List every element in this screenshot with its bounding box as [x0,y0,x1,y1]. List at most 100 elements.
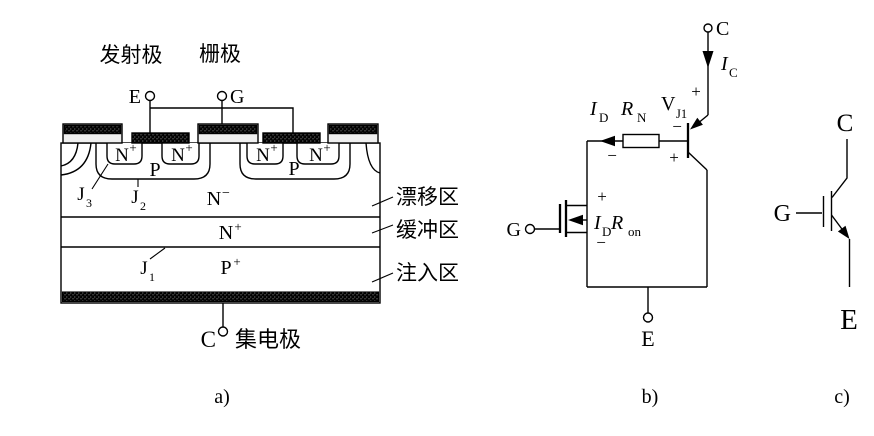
collector-terminal-node [217,326,229,337]
minus-sign: − [607,146,617,165]
svg-text:R: R [620,98,633,120]
svg-text:N: N [207,188,221,210]
p-well-label: P [149,159,160,181]
p-well-left [95,143,211,180]
terminal-e-label: E [840,304,858,336]
caption-c: c) [834,386,850,408]
emitter-arrow [837,225,850,239]
plus-sign: + [597,187,607,206]
svg-text:−: − [222,186,230,201]
terminal-g-label: G [230,86,244,108]
collector-current-label: I C [720,53,738,80]
structure-panel: 发射极 栅极 E G N + N + N + N + P P J 3 J 2 [60,42,459,408]
pnp-collector-wire [687,151,708,171]
svg-text:D: D [602,224,611,239]
p-well-label: P [288,158,299,180]
svg-text:N: N [637,110,647,125]
caption-b: b) [642,386,659,408]
buffer-layer-label: N + [219,219,242,244]
n-plus-cell [246,143,284,165]
junction-j2-label: J 2 [131,187,146,213]
edge-well-curve [60,142,92,176]
emitter-terminal-node [144,90,156,102]
emitter-metal-pad [262,132,321,144]
n-plus-cell [161,143,200,165]
j3-leader [91,163,109,190]
pnp-emitter-arrow [690,117,703,130]
svg-text:2: 2 [140,199,146,213]
svg-text:1: 1 [149,270,155,284]
gate-pad [327,123,379,144]
drift-region-name: 漂移区 [396,185,459,209]
svg-text:N: N [219,222,233,244]
svg-text:J: J [131,187,138,208]
n-plus-cell-label: N + [115,140,137,166]
svg-text:C: C [729,65,738,80]
gate-terminal-node [524,223,536,235]
svg-text:+: + [233,254,240,269]
svg-text:N: N [256,145,270,166]
svg-text:I: I [720,53,729,75]
collector-electrode-label: 集电极 [235,327,301,352]
svg-text:N: N [171,145,185,166]
terminal-c-label: C [716,18,729,40]
junction-j1-label: J 1 [140,258,155,284]
injection-region-name: 注入区 [396,261,459,285]
svg-text:3: 3 [86,196,92,210]
equivalent-circuit-panel: C I C V J1 + − I D R N − + + I D R on − … [507,18,738,408]
resistor-rn-label: R N [620,98,647,125]
svg-text:+: + [270,140,277,155]
resistor-rn-body [622,133,660,149]
caption-a: a) [214,386,230,408]
plus-sign: + [691,82,701,101]
terminal-e-label: E [641,326,654,351]
n-plus-cell [296,143,340,165]
minus-sign: − [596,233,606,252]
terminal-e-label: E [129,86,141,108]
svg-text:+: + [323,140,330,155]
svg-text:+: + [234,219,241,234]
gate-pad [62,123,123,144]
svg-text:J1: J1 [676,107,687,121]
svg-text:V: V [661,93,676,115]
terminal-g-label: G [774,201,791,227]
svg-text:I: I [593,212,602,234]
svg-text:J: J [77,184,84,205]
injection-leader [371,272,394,283]
svg-text:P: P [220,257,231,279]
n-plus-cell-label: N + [309,140,331,166]
terminal-g-label: G [507,219,521,241]
edge-well-curve [365,142,381,174]
buffer-leader [371,224,394,234]
emitter-bus-wire [150,107,294,133]
emitter-electrode-label: 发射极 [100,43,163,67]
drain-current-label: I D [589,98,608,125]
injection-layer-label: P + [220,254,240,279]
n-plus-cell-label: N + [256,140,278,166]
svg-text:+: + [185,140,192,155]
svg-text:J: J [140,258,147,279]
svg-text:+: + [129,140,136,155]
svg-text:D: D [599,110,608,125]
p-well-right [239,143,351,180]
current-id-arrow [600,135,615,147]
silicon-body [60,142,381,304]
igbt-symbol-panel: C G E c) [774,110,858,408]
channel-drop-label: I D R on [593,212,642,239]
minus-sign: − [672,117,682,136]
gate-electrode-label: 栅极 [199,42,241,66]
emitter-metal-pad [131,132,190,144]
plus-sign: + [669,148,679,167]
collector-lead [831,139,848,198]
svg-text:I: I [589,98,598,120]
drift-layer-label: N − [207,186,230,210]
buffer-region-name: 缓冲区 [396,218,459,242]
svg-text:N: N [115,145,129,166]
svg-text:R: R [610,212,623,234]
collector-metal [61,291,380,303]
current-ic-arrow [702,51,714,68]
drift-leader [371,196,394,207]
n-plus-cell [106,143,143,165]
collector-terminal-node [703,23,713,33]
